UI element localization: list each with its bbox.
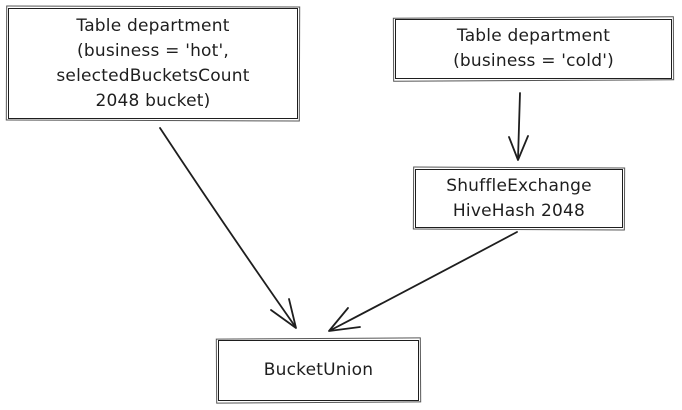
node-label-line: Table department (76, 15, 230, 36)
arrowhead-icon (508, 135, 529, 161)
arrowhead-icon (270, 298, 297, 329)
arrowhead-icon (328, 307, 361, 332)
node-table-hot: Table department (business = 'hot', sele… (8, 8, 298, 119)
node-label-line: (business = 'cold') (453, 51, 614, 71)
node-label-line: (business = 'hot', (77, 40, 229, 61)
arrow-shuffle-exchange-to-bucket-union (328, 231, 518, 332)
arrow-shaft (517, 92, 521, 160)
node-bucket-union: BucketUnion (218, 340, 419, 401)
node-label-line: BucketUnion (263, 360, 374, 380)
node-label-line: Table department (456, 26, 611, 46)
node-label-line: ShuffleExchange (446, 175, 592, 196)
node-shuffle-exchange: ShuffleExchange HiveHash 2048 (415, 169, 623, 228)
node-table-cold: Table department (business = 'cold') (395, 19, 672, 79)
node-label-line: selectedBucketsCount (56, 65, 250, 86)
arrow-shaft (330, 231, 518, 331)
arrow-table-hot-to-bucket-union (159, 127, 297, 329)
node-label-line: HiveHash 2048 (452, 200, 586, 221)
arrow-shaft (159, 127, 297, 328)
node-label-line: 2048 bucket) (95, 90, 211, 111)
arrow-table-cold-to-shuffle-exchange (508, 92, 529, 161)
